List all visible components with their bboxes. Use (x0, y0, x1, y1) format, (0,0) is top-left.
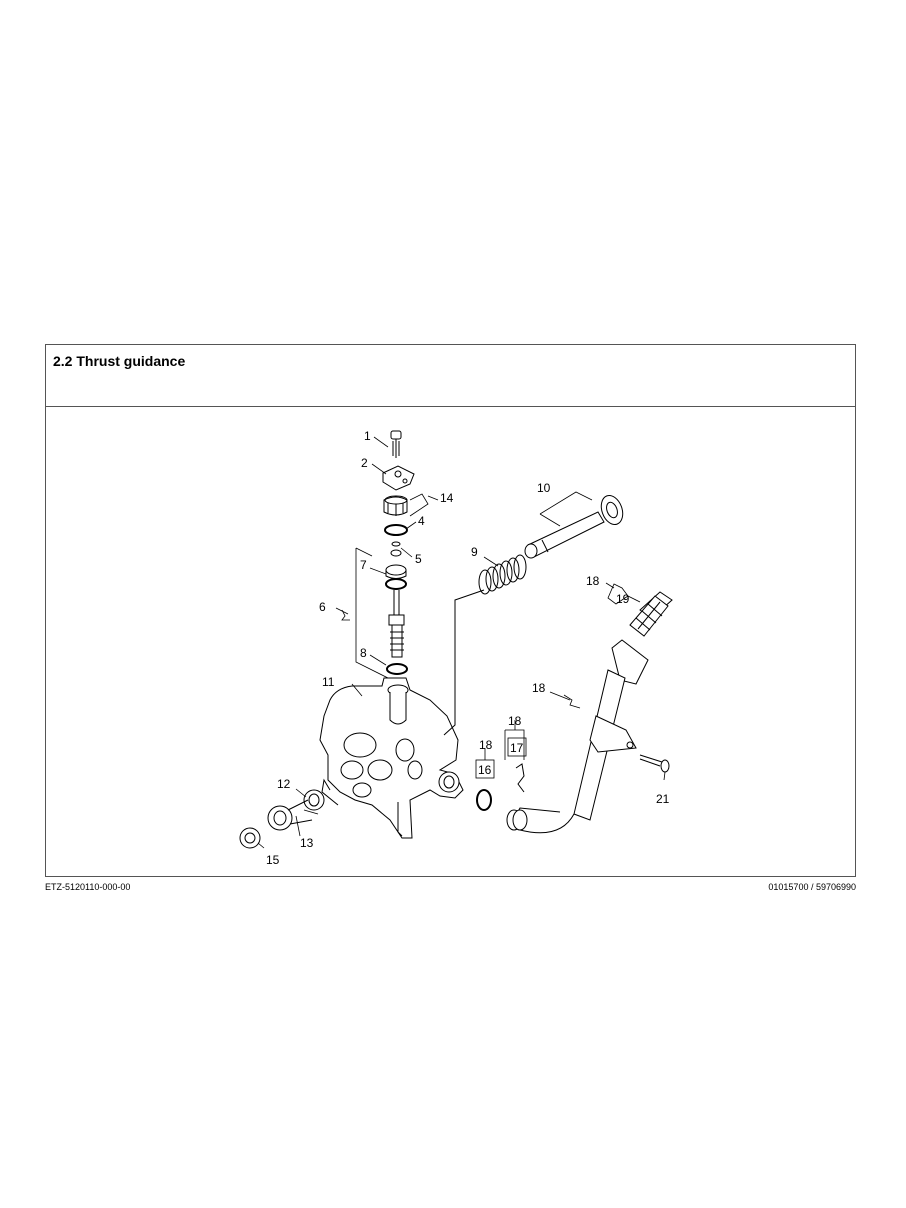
part-filter-19 (629, 591, 673, 637)
callout-8: 8 (360, 646, 367, 660)
leader-9 (443, 589, 485, 736)
page-title: 2.2 Thrust guidance (53, 353, 186, 369)
part-bushing-12 (303, 789, 325, 811)
callout-19: 19 (616, 592, 630, 606)
callout-21: 21 (656, 792, 670, 806)
part-piston-6 (388, 590, 405, 658)
callout-9: 9 (471, 545, 478, 559)
callout-18b: 18 (532, 681, 546, 695)
callout-16: 16 (478, 763, 492, 777)
part-spring-9 (478, 554, 527, 595)
part-o-ring-8 (386, 663, 408, 675)
callout-18a: 18 (586, 574, 600, 588)
callout-17: 17 (510, 741, 524, 755)
header-row: 2.2 Thrust guidance (46, 345, 855, 407)
callout-18c: 18 (508, 714, 522, 728)
callout-6: 6 (319, 600, 326, 614)
part-plate-2 (382, 465, 415, 491)
callout-13: 13 (300, 836, 314, 850)
callout-10: 10 (537, 481, 551, 495)
part-o-ring-4 (384, 524, 408, 536)
callout-7: 7 (360, 558, 367, 572)
callout-18d: 18 (479, 738, 493, 752)
part-housing-11 (319, 677, 464, 839)
callout-4: 4 (418, 514, 425, 528)
part-ring-5b (390, 549, 402, 557)
part-screw-1 (390, 430, 402, 458)
part-clip-17 (515, 763, 525, 793)
part-nut-15 (239, 827, 261, 849)
callout-11: 11 (322, 675, 335, 689)
callout-12: 12 (277, 777, 291, 791)
callout-1: 1 (364, 429, 371, 443)
callout-5: 5 (415, 552, 422, 566)
part-o-ring-16 (476, 789, 492, 811)
part-7 (385, 564, 407, 590)
part-shaft-10 (524, 494, 624, 559)
part-screw-21 (639, 754, 670, 773)
leader-lines (257, 436, 666, 849)
part-numbers: 01015700 / 59706990 (768, 882, 856, 892)
part-lance-handle (506, 639, 649, 834)
callout-14: 14 (440, 491, 454, 505)
callout-15: 15 (266, 853, 280, 867)
document-id: ETZ-5120110-000-00 (45, 882, 131, 892)
part-valve-cap-14 (383, 495, 408, 516)
figure-frame: 2.2 Thrust guidance (45, 344, 856, 877)
callout-2: 2 (361, 456, 368, 470)
part-ring-5a (391, 541, 401, 547)
part-bushing-13 (267, 799, 313, 831)
